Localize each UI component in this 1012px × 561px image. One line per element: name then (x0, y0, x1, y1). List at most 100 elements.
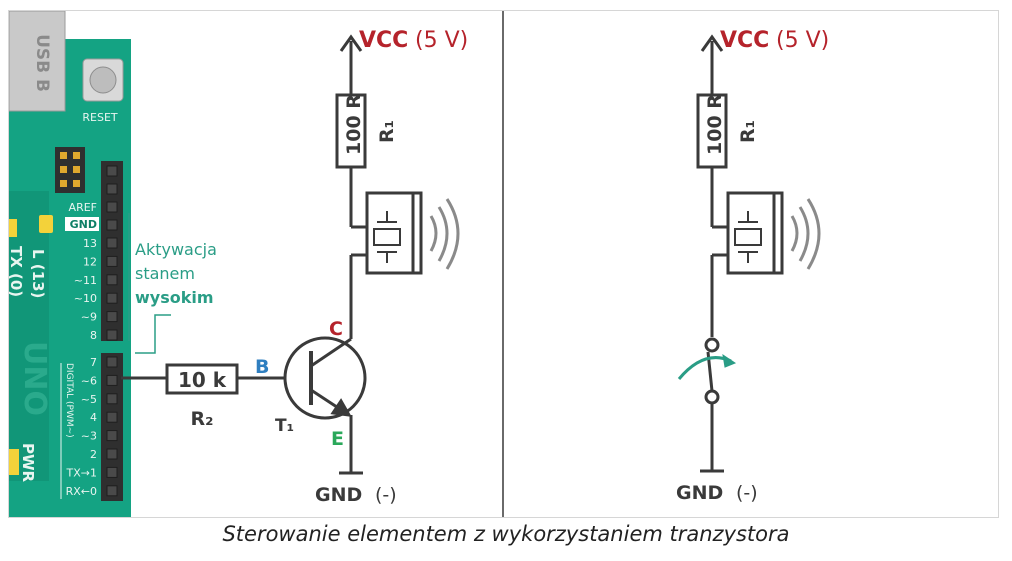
arduino-board: USB B RESET L (13) TX (0) PWR UNO AREF G… (9, 11, 131, 517)
right-r1-value: 100 R (704, 94, 726, 155)
header-top-pin (106, 201, 118, 213)
switch-contact-top (704, 337, 720, 353)
switch-action-arrow (677, 356, 732, 380)
led-l-label: L (13) (29, 249, 47, 298)
led-tx-label: TX (0) (9, 246, 25, 297)
header-top-pin-label: ~10 (74, 292, 97, 305)
gnd-pin-highlight (65, 217, 99, 231)
header-top-pin-label: 13 (83, 237, 97, 250)
right-vcc-arrow (700, 34, 724, 52)
left-vcc-suffix: (5 V) (415, 28, 468, 53)
right-sound-wave-2 (798, 206, 810, 262)
header-top-pin (106, 165, 118, 177)
header-bottom (101, 353, 123, 501)
header-top-pin (106, 219, 118, 231)
header-top-pin (106, 311, 118, 323)
transistor-collector (310, 337, 352, 368)
header-bottom-pin-label: ~6 (81, 374, 97, 387)
header-top-pin (106, 292, 118, 304)
buzzer-side (411, 191, 423, 275)
high-state-indicator (135, 314, 171, 354)
pin-b-label: B (255, 356, 269, 378)
header-top-pin (106, 255, 118, 267)
led-l (39, 215, 53, 233)
gnd-pin-label: GND (70, 218, 97, 231)
header-top-pin (106, 237, 118, 249)
header-bottom-pin-label: 4 (90, 411, 97, 424)
figure-caption: Sterowanie elementem z wykorzystaniem tr… (222, 522, 790, 546)
left-vcc-label: VCC (359, 28, 408, 53)
header-bottom-pin (106, 448, 118, 460)
digital-label: DIGITAL (PWM~) (64, 363, 74, 438)
left-gnd-suffix: (-) (375, 484, 397, 506)
r1-resistor (335, 93, 367, 169)
header-top-pin-label: 12 (83, 255, 97, 268)
left-circuit (121, 34, 460, 475)
header-bottom-pin (106, 356, 118, 368)
header-bottom-pin-label: 7 (90, 356, 97, 369)
figure-panel: USB B RESET L (13) TX (0) PWR UNO AREF G… (8, 10, 999, 518)
right-gnd-label: GND (676, 482, 723, 504)
note-line2: stanem (135, 264, 195, 283)
note-line3: wysokim (135, 288, 214, 307)
note-line1: Aktywacja (135, 240, 217, 259)
header-bottom-pin (106, 466, 118, 478)
header-bottom-pin (106, 430, 118, 442)
header-bottom-pins (106, 356, 118, 497)
right-sound-wave-3 (806, 198, 821, 270)
pwr-label: PWR (19, 443, 37, 483)
led-pwr (9, 449, 19, 475)
uno-label: UNO (17, 341, 52, 416)
header-bottom-pin-label: ~3 (81, 430, 97, 443)
sound-wave-1 (429, 215, 438, 252)
circuit-diagram: USB B RESET L (13) TX (0) PWR UNO AREF G… (9, 11, 829, 517)
header-top-pin-label: 8 (90, 329, 97, 342)
right-buzzer-crystal (734, 228, 762, 246)
header-bottom-pin (106, 485, 118, 497)
right-buzzer-side (772, 191, 784, 275)
r2-name: R₂ (191, 408, 214, 430)
right-buzzer-body (726, 191, 782, 275)
header-bottom-pin (106, 374, 118, 386)
right-vcc-suffix: (5 V) (776, 28, 829, 53)
aref-label: AREF (69, 201, 97, 214)
header-top-pin-label: ~11 (74, 274, 97, 287)
usb-label: USB B (32, 34, 52, 92)
reset-button (89, 66, 117, 94)
right-r1-name: R₁ (737, 120, 759, 143)
header-top-pin (106, 274, 118, 286)
right-gnd-suffix: (-) (736, 482, 758, 504)
header-bottom-pin-label: 2 (90, 448, 97, 461)
header-top-pin-label: ~9 (81, 311, 97, 324)
header-bottom-pin (106, 393, 118, 405)
right-circuit (677, 34, 821, 473)
vcc-arrow (339, 34, 363, 52)
left-gnd-label: GND (315, 484, 362, 506)
transistor-name: T₁ (275, 416, 294, 436)
header-bottom-pin-label: TX→1 (66, 466, 97, 479)
left-r1-value: 100 R (343, 94, 365, 155)
sound-wave-3 (445, 198, 460, 270)
right-sound-wave-1 (790, 215, 799, 252)
header-bottom-pin-label: ~5 (81, 393, 97, 406)
left-circuit-labels: VCC (5 V) 100 R R₁ 10 k R₂ T₁ C B E GND … (135, 28, 468, 506)
icsp-header (55, 147, 85, 193)
right-r1-resistor (696, 93, 728, 169)
sound-wave-2 (437, 206, 449, 262)
emitter-arrow (330, 398, 352, 417)
left-r1-name: R₁ (376, 120, 398, 143)
header-bottom-pin-label: RX←0 (66, 485, 97, 498)
header-bottom-labels: 7 ~6 ~5 4 ~3 2TX→1RX←0 (66, 356, 97, 498)
reset-label: RESET (82, 111, 118, 124)
pin-e-label: E (331, 428, 344, 450)
usb-connector (9, 11, 66, 112)
switch-action-arrowhead (722, 353, 737, 368)
board-shade (9, 191, 49, 481)
transistor-t1 (283, 336, 367, 420)
icsp-pins (60, 152, 80, 187)
header-bottom-pin (106, 411, 118, 423)
header-top-labels: 13 12 ~11 ~10 ~9 8 (74, 237, 97, 342)
switch-contact-bottom (704, 389, 720, 405)
pin-c-label: C (329, 318, 343, 340)
led-tx (9, 219, 17, 237)
